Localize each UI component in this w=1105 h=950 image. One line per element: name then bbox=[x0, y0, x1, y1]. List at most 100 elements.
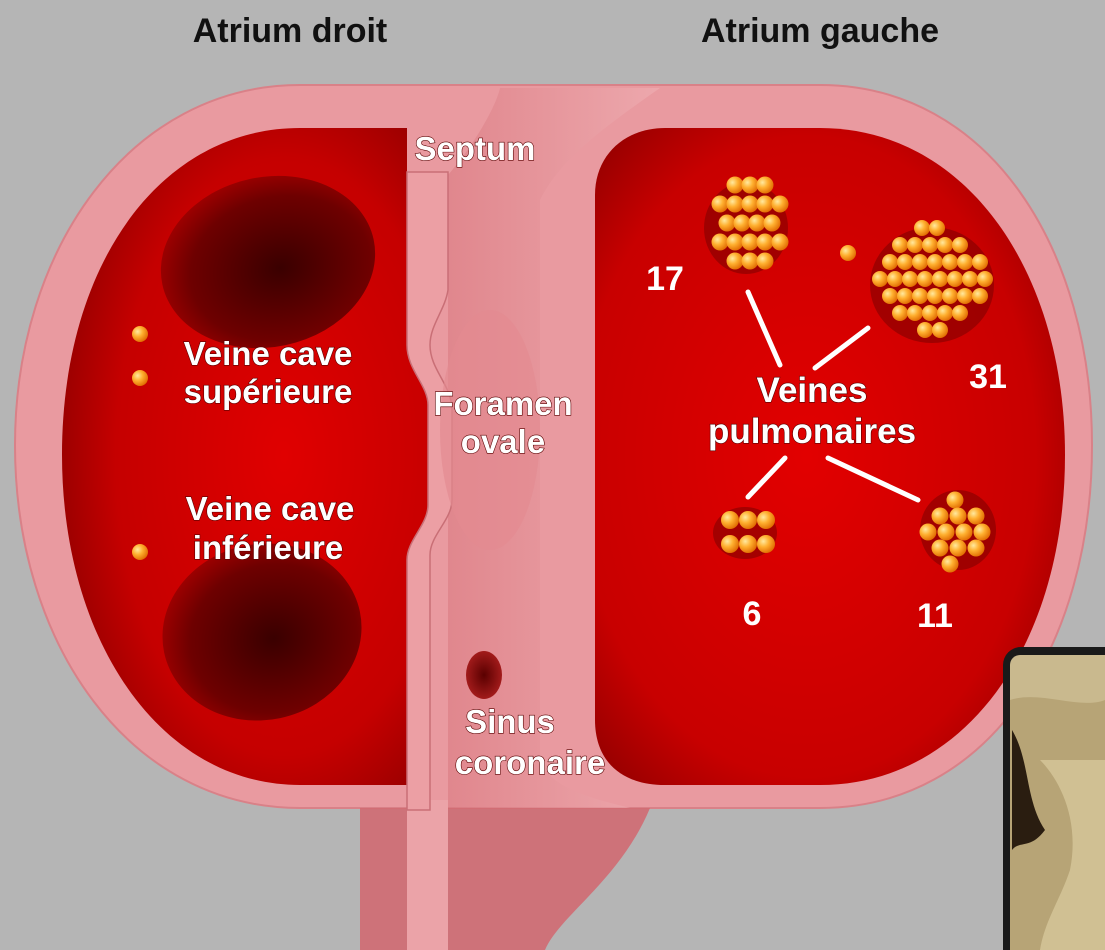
pv-17-dot-17 bbox=[727, 253, 744, 270]
pv-6-dot-3 bbox=[721, 535, 739, 553]
pv-17-dot-7 bbox=[772, 196, 789, 213]
pv-31-dot-18 bbox=[932, 271, 948, 287]
label-septum: Septum bbox=[414, 130, 535, 167]
pv-31-loose-dot bbox=[840, 245, 856, 261]
pv-31-dot-4 bbox=[922, 237, 938, 253]
pv-31-dot-25 bbox=[927, 288, 943, 304]
label-vci-line2: inférieure bbox=[193, 529, 343, 566]
pv-31-dot-24 bbox=[912, 288, 928, 304]
pv-17-dot-19 bbox=[757, 253, 774, 270]
pv-31-dot-5 bbox=[937, 237, 953, 253]
pv-17-dot-16 bbox=[772, 234, 789, 251]
label-pulm-line2: pulmonaires bbox=[708, 412, 916, 451]
pv-17-dot-13 bbox=[727, 234, 744, 251]
pv-17-dot-6 bbox=[757, 196, 774, 213]
pv-17-dot-12 bbox=[712, 234, 729, 251]
pv-31-dot-14 bbox=[872, 271, 888, 287]
pv-11-dot-0 bbox=[947, 492, 964, 509]
label-sinus-line2: coronaire bbox=[455, 744, 605, 781]
pv-11-dot-5 bbox=[938, 524, 955, 541]
pv-31-dot-31 bbox=[922, 305, 938, 321]
inset-photo bbox=[1003, 647, 1105, 950]
pv-31-dot-29 bbox=[892, 305, 908, 321]
label-pulm-line1: Veines bbox=[757, 371, 868, 410]
pv-31-dot-0 bbox=[914, 220, 930, 236]
pv-31-dot-2 bbox=[892, 237, 908, 253]
pv-17-dot-5 bbox=[742, 196, 759, 213]
title-left-atrium: Atrium gauche bbox=[701, 12, 939, 50]
pv-17-dot-15 bbox=[757, 234, 774, 251]
pv-31-dot-7 bbox=[882, 254, 898, 270]
pv-31-dot-26 bbox=[942, 288, 958, 304]
pv-31-dot-23 bbox=[897, 288, 913, 304]
vcs-dot-2 bbox=[132, 370, 148, 386]
pv-31-dot-32 bbox=[937, 305, 953, 321]
pv-31-dot-9 bbox=[912, 254, 928, 270]
label-foramen-line1: Foramen bbox=[433, 385, 572, 422]
coronary-sinus-opening bbox=[466, 651, 502, 699]
pv-31-dot-15 bbox=[887, 271, 903, 287]
pv-11-dot-8 bbox=[932, 540, 949, 557]
pv-11-dot-2 bbox=[950, 508, 967, 525]
pv-17-dot-18 bbox=[742, 253, 759, 270]
pv-31-dot-27 bbox=[957, 288, 973, 304]
pv-31-dot-1 bbox=[929, 220, 945, 236]
vci-dot bbox=[132, 544, 148, 560]
pv-31-dot-8 bbox=[897, 254, 913, 270]
pv-11-dot-9 bbox=[950, 540, 967, 557]
count-31: 31 bbox=[969, 358, 1007, 396]
vcs-dot-1 bbox=[132, 326, 148, 342]
septum-extension bbox=[360, 808, 650, 950]
pv-6-dot-4 bbox=[739, 535, 757, 553]
pv-6-dot-5 bbox=[757, 535, 775, 553]
pv-17-dot-1 bbox=[742, 177, 759, 194]
pv-11-dot-1 bbox=[932, 508, 949, 525]
pv-31-dot-12 bbox=[957, 254, 973, 270]
pv-6-dot-1 bbox=[739, 511, 757, 529]
pv-17-dot-4 bbox=[727, 196, 744, 213]
label-vcs-line2: supérieure bbox=[184, 373, 353, 410]
pv-11-dot-3 bbox=[968, 508, 985, 525]
pv-17-dot-9 bbox=[734, 215, 751, 232]
pv-31-dot-3 bbox=[907, 237, 923, 253]
pv-17-dot-11 bbox=[764, 215, 781, 232]
pv-31-dot-28 bbox=[972, 288, 988, 304]
pv-17-dot-14 bbox=[742, 234, 759, 251]
label-vcs-line1: Veine cave bbox=[184, 335, 353, 372]
pv-17-dot-10 bbox=[749, 215, 766, 232]
label-foramen-line2: ovale bbox=[461, 423, 545, 460]
pv-11-dot-4 bbox=[920, 524, 937, 541]
count-6: 6 bbox=[743, 595, 762, 633]
pv-31-dot-21 bbox=[977, 271, 993, 287]
pv-17-dot-3 bbox=[712, 196, 729, 213]
septum-tail bbox=[407, 800, 448, 950]
pv-31-dot-33 bbox=[952, 305, 968, 321]
pv-17-dot-8 bbox=[719, 215, 736, 232]
pv-11-dot-7 bbox=[974, 524, 991, 541]
pv-31-dot-34 bbox=[917, 322, 933, 338]
pv-31-dot-30 bbox=[907, 305, 923, 321]
pv-31-dot-13 bbox=[972, 254, 988, 270]
label-sinus-line1: Sinus bbox=[465, 703, 555, 740]
pv-31-dot-22 bbox=[882, 288, 898, 304]
pv-17-dot-2 bbox=[757, 177, 774, 194]
count-17: 17 bbox=[646, 260, 684, 298]
title-right-atrium: Atrium droit bbox=[193, 12, 388, 50]
label-vci-line1: Veine cave bbox=[186, 490, 355, 527]
pv-31-dot-20 bbox=[962, 271, 978, 287]
pv-31-dot-6 bbox=[952, 237, 968, 253]
pv-31-dot-17 bbox=[917, 271, 933, 287]
pv-11-dot-11 bbox=[942, 556, 959, 573]
count-11: 11 bbox=[917, 597, 953, 635]
pv-11-dot-10 bbox=[968, 540, 985, 557]
pv-31-dot-19 bbox=[947, 271, 963, 287]
pv-31-dot-10 bbox=[927, 254, 943, 270]
pv-11-dot-6 bbox=[956, 524, 973, 541]
pv-17-dot-0 bbox=[727, 177, 744, 194]
pv-6-dot-2 bbox=[757, 511, 775, 529]
pv-6-dot-0 bbox=[721, 511, 739, 529]
pv-31-dot-35 bbox=[932, 322, 948, 338]
pv-31-dot-16 bbox=[902, 271, 918, 287]
pv-31-dot-11 bbox=[942, 254, 958, 270]
